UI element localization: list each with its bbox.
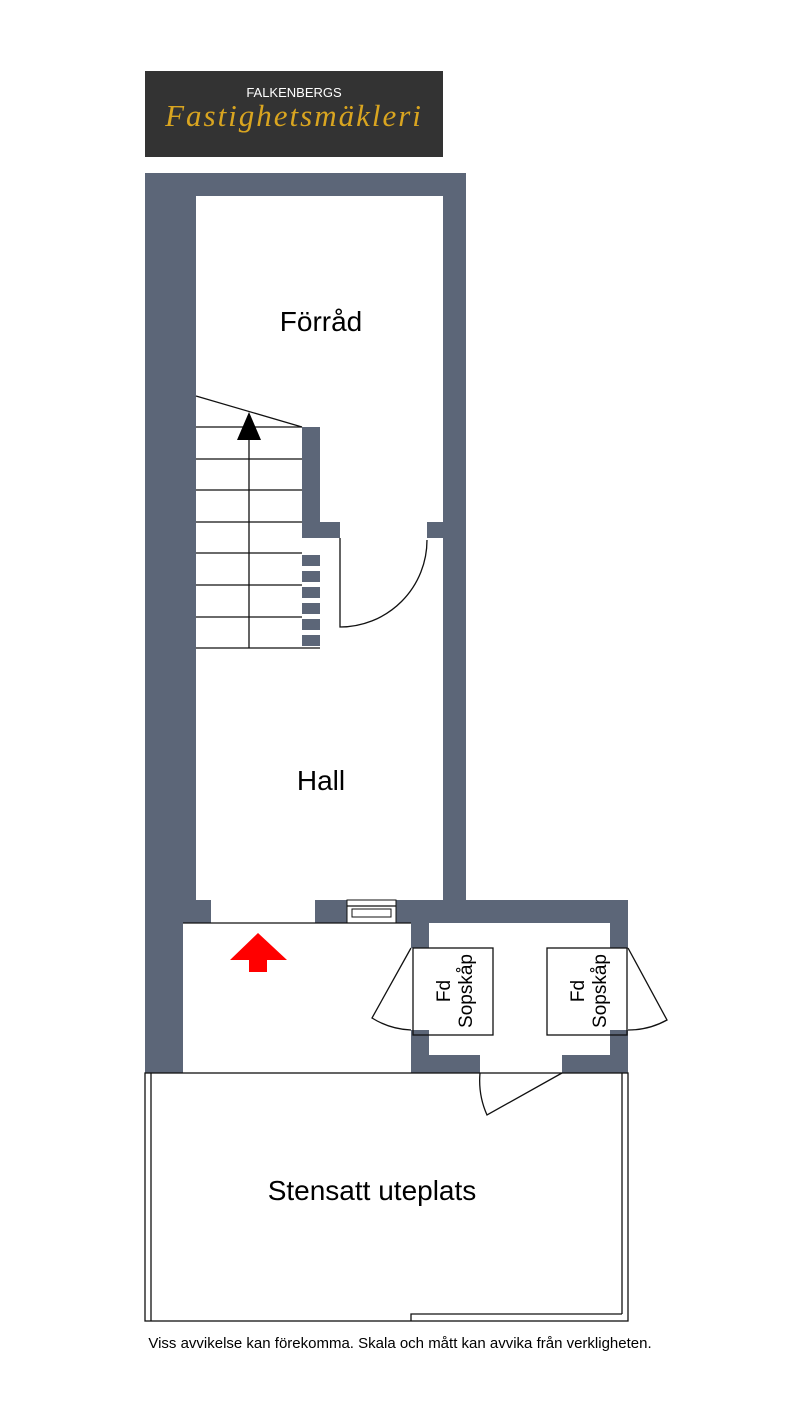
- cabinet-right: [546, 947, 628, 1036]
- room-label-cabinet-right: Fd Sopskåp: [568, 954, 611, 1028]
- walls: [145, 173, 628, 1073]
- svg-text:Fd: Fd: [568, 980, 589, 1002]
- door-patio: [479, 1072, 563, 1116]
- stair-direction-arrow-icon: [237, 412, 261, 440]
- doors: [339, 538, 668, 1116]
- door-cabinet-right: [627, 947, 668, 1031]
- door-storage: [339, 538, 428, 628]
- svg-text:Sopskåp: Sopskåp: [456, 954, 477, 1028]
- svg-text:Sopskåp: Sopskåp: [590, 954, 611, 1028]
- window: [346, 899, 397, 924]
- entrance-arrow-icon: [230, 933, 287, 972]
- disclaimer-footer: Viss avvikelse kan förekomma. Skala och …: [148, 1335, 651, 1352]
- cabinet-left: [412, 947, 494, 1036]
- room-label-cabinet-left: Fd Sopskåp: [434, 954, 477, 1028]
- room-label-storage: Förråd: [280, 306, 362, 337]
- door-cabinet-left: [371, 947, 412, 1031]
- logo-line2: Fastighetsmäkleri: [164, 98, 423, 133]
- patio-outline: [144, 1072, 629, 1322]
- room-label-patio: Stensatt uteplats: [268, 1175, 477, 1206]
- logo-line1: FALKENBERGS: [246, 85, 342, 100]
- room-label-hall: Hall: [297, 765, 345, 796]
- svg-text:Fd: Fd: [434, 980, 455, 1002]
- logo: FALKENBERGS Fastighetsmäkleri: [145, 71, 443, 157]
- staircase: [195, 395, 320, 649]
